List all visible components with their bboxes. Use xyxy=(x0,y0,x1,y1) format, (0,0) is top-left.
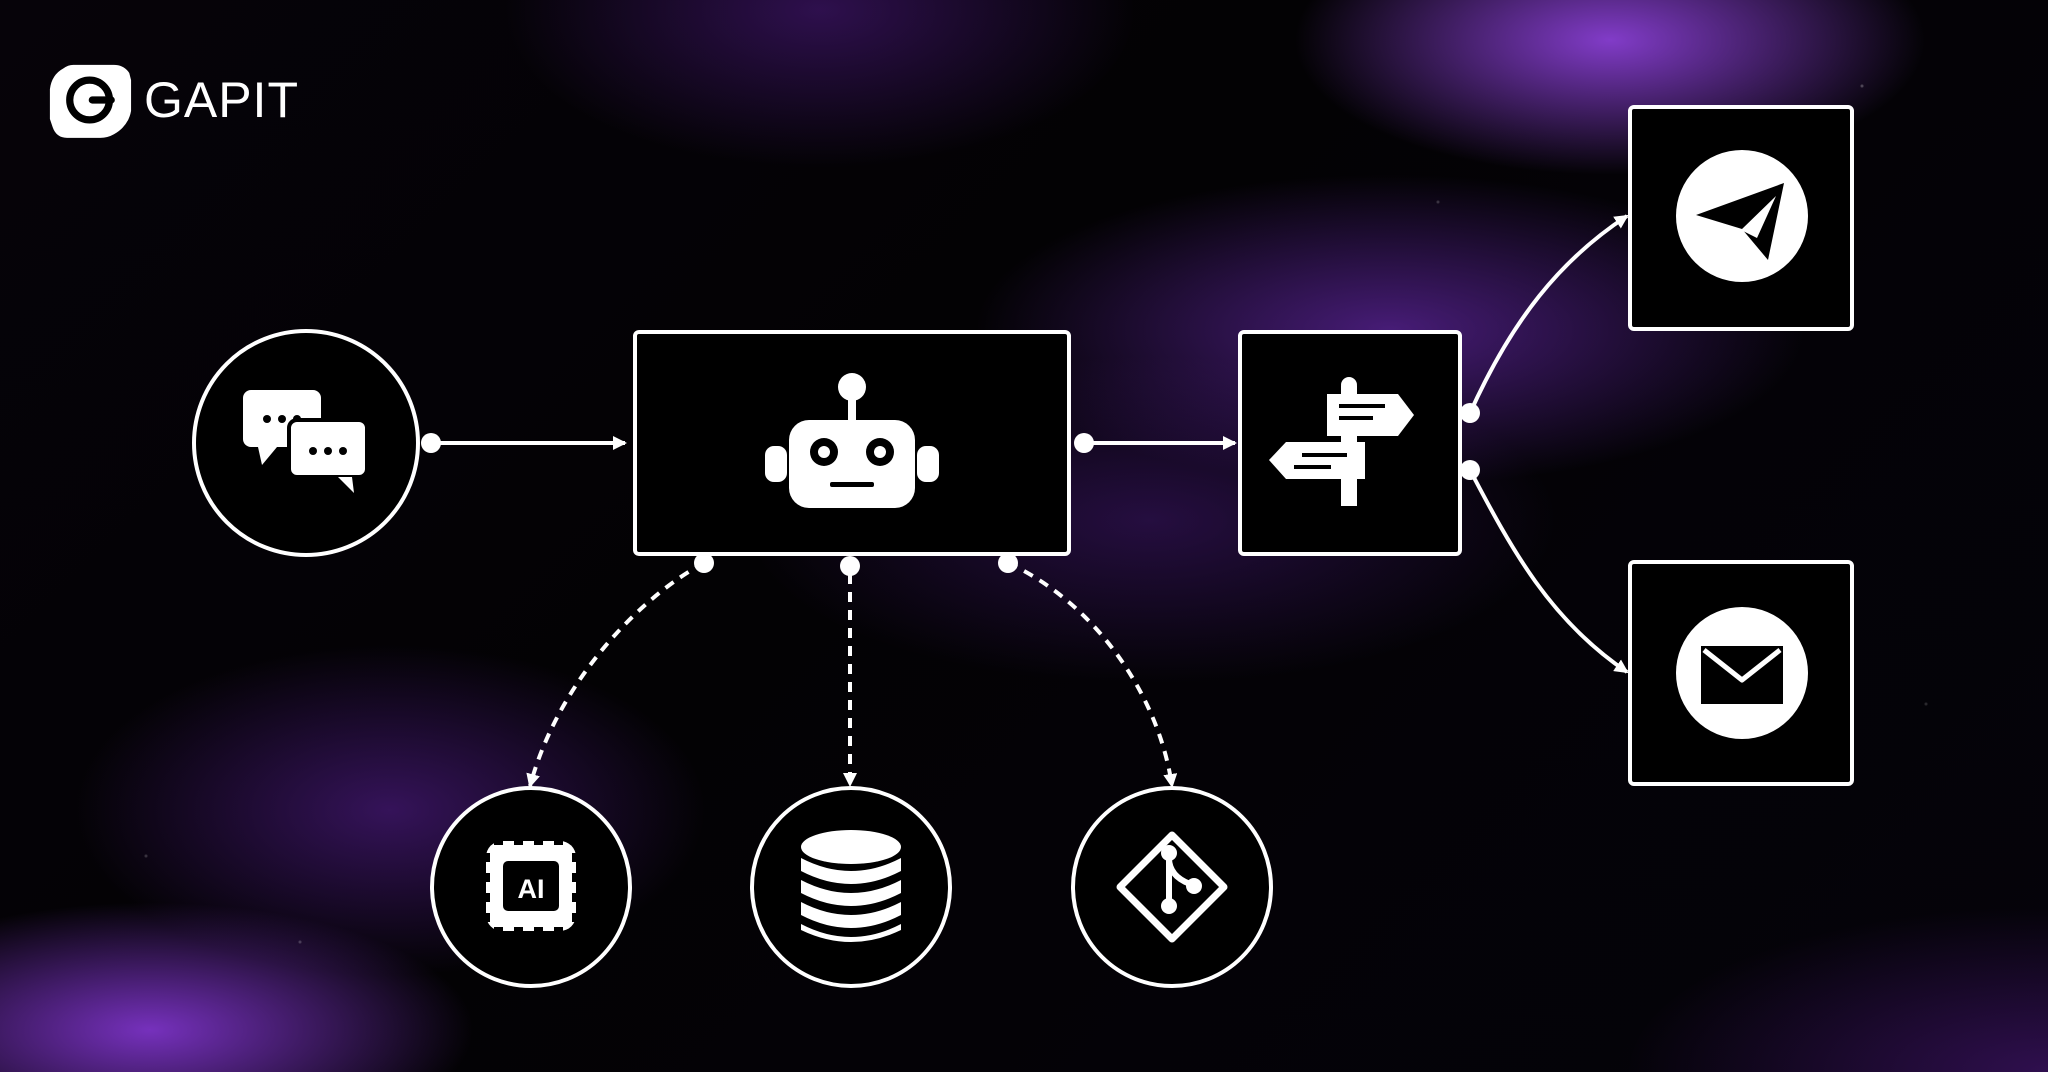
connector-bot-to-router xyxy=(1074,433,1237,453)
node-telegram xyxy=(1628,105,1854,331)
ai-chip-label: AI xyxy=(518,874,545,904)
email-icon xyxy=(1676,607,1808,739)
telegram-icon xyxy=(1676,150,1808,282)
node-ai: AI xyxy=(430,786,632,988)
node-bot xyxy=(633,330,1071,556)
connector-chat-to-bot xyxy=(421,433,627,453)
git-icon xyxy=(1116,831,1228,943)
node-router xyxy=(1238,330,1462,556)
connector-bot-to-git xyxy=(998,553,1178,788)
brand-name: GAPIT xyxy=(143,72,299,128)
connector-router-to-email xyxy=(1460,460,1629,674)
robot-icon xyxy=(765,373,939,508)
chat-bubbles-icon xyxy=(243,390,369,493)
node-git xyxy=(1071,786,1273,988)
ai-chip-icon: AI xyxy=(480,835,582,937)
database-icon xyxy=(801,830,901,942)
brand-logo: GAPIT xyxy=(49,57,299,143)
connector-bot-to-database xyxy=(840,556,860,787)
gapit-logo-icon xyxy=(49,64,132,138)
connector-router-to-telegram xyxy=(1460,214,1629,423)
connector-bot-to-ai xyxy=(526,553,714,788)
node-email xyxy=(1628,560,1854,786)
node-chat xyxy=(192,329,420,557)
signpost-icon xyxy=(1269,377,1414,506)
node-database xyxy=(750,786,952,988)
